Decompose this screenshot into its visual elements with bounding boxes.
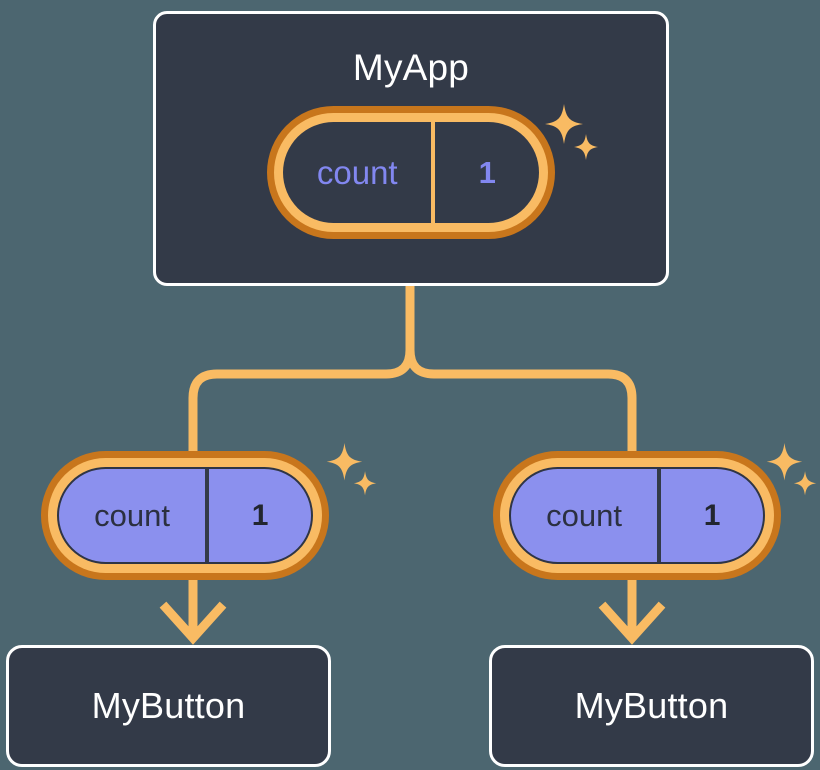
sparkle-icon <box>326 443 377 496</box>
connector-root-to-left-pill <box>188 281 415 475</box>
state-pill-button-right[interactable]: count 1 <box>493 451 781 580</box>
arrow-left-pill-to-button <box>159 572 227 645</box>
state-pill-inner-ring: count 1 <box>500 458 774 573</box>
arrow-right-pill-to-button <box>598 572 666 645</box>
state-value-label: 1 <box>478 154 496 190</box>
state-pill-body: count 1 <box>509 467 765 564</box>
state-pill-inner-ring: count 1 <box>274 113 548 232</box>
state-key-label: count <box>283 122 436 223</box>
node-mybutton-left-label: MyButton <box>91 685 246 726</box>
state-key-label: count <box>511 469 662 562</box>
node-mybutton-right[interactable]: MyButton <box>489 645 814 767</box>
state-value-label: 1 <box>703 498 721 532</box>
node-mybutton-left[interactable]: MyButton <box>6 645 331 767</box>
node-mybutton-right-label: MyButton <box>574 685 729 726</box>
state-key-label: count <box>59 469 210 562</box>
state-pill-body: count 1 <box>283 122 539 223</box>
state-value-label: 1 <box>251 498 269 532</box>
state-pill-inner-ring: count 1 <box>48 458 322 573</box>
state-pill-myapp[interactable]: count 1 <box>267 106 555 239</box>
connector-root-to-right-pill <box>405 281 637 475</box>
state-pill-body: count 1 <box>57 467 313 564</box>
node-myapp-label: MyApp <box>352 47 470 88</box>
state-pill-button-left[interactable]: count 1 <box>41 451 329 580</box>
